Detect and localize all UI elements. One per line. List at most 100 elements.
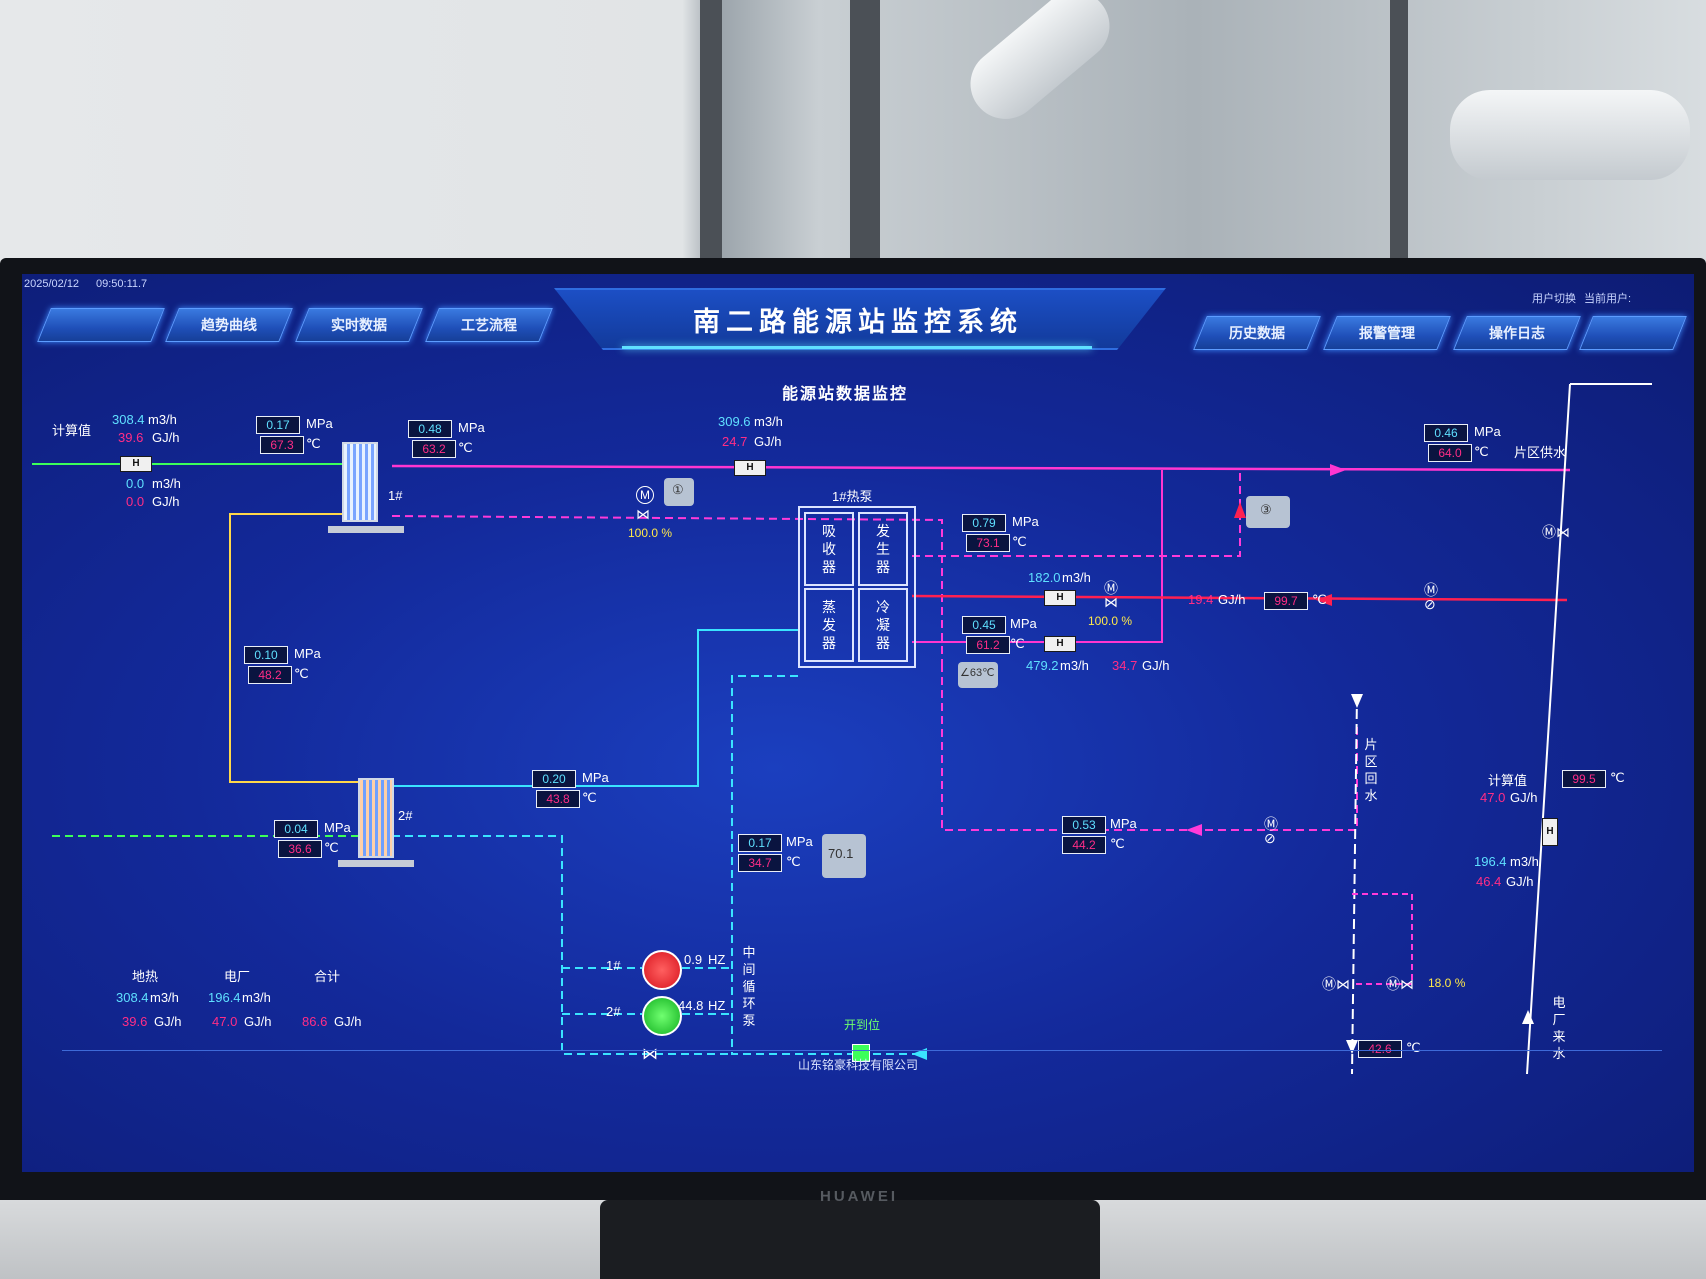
hx2-temp: 36.6 [278, 840, 322, 858]
flowmeter-plant[interactable]: H [1044, 590, 1076, 606]
hx1-out-pressure: 0.48 [408, 420, 452, 438]
valve-2-icon[interactable]: ⋈ [1104, 594, 1118, 610]
inlet-flow-value: 308.4 [112, 412, 145, 427]
valve-1-percent: 100.0 % [628, 526, 673, 540]
flow-arrow [1522, 1010, 1534, 1024]
heat-exchanger-1-base [328, 526, 404, 533]
cond-flow-value: 479.2 [1026, 658, 1059, 673]
plant-flow-value: 182.0 [1028, 570, 1061, 585]
pump-2-frequency: 44.8 [678, 998, 704, 1013]
heat-pump-unit[interactable]: 吸收器 发生器 蒸发器 冷凝器 [798, 506, 916, 668]
user-switch-link[interactable]: 用户切换 [1532, 293, 1576, 305]
heat-exchanger-2-base [338, 860, 414, 867]
valve-2-percent: 100.0 % [1088, 614, 1133, 628]
pipe-plant-water [911, 594, 1568, 602]
district-return-temp: 44.2 [1062, 836, 1106, 854]
inlet-heat2-value: 0.0 [126, 494, 145, 509]
plant-supply-temp: 99.5 [1562, 770, 1606, 788]
gen-out-pressure: 0.79 [962, 514, 1006, 532]
main-supply-flow: 309.6 [718, 414, 751, 429]
pump-2-icon[interactable] [642, 996, 682, 1036]
heat-pump-title: 1#热泵 [832, 489, 873, 504]
company-footer: 山东铭豪科技有限公司 [797, 1058, 918, 1072]
window-frame [700, 0, 722, 270]
pipe-lower-loop [392, 835, 732, 1055]
hx2-return-pressure: 0.20 [532, 770, 576, 788]
flowmeter-plant-supply[interactable]: H [1542, 818, 1558, 846]
heat-exchanger-2[interactable] [358, 778, 394, 858]
plant-temp: 99.7 [1264, 592, 1308, 610]
evaporator-cell: 蒸发器 [804, 588, 854, 662]
sticky-note: ① [664, 478, 694, 506]
hx1-in-pressure: 0.17 [256, 416, 300, 434]
plant-calc-label: 计算值 [1488, 773, 1528, 788]
time-display: 09:50:11.7 [96, 278, 148, 290]
motor-valve-plant-icon[interactable]: Ⓜ⋈ [1542, 524, 1570, 540]
generator-cell: 发生器 [858, 512, 908, 586]
pipe-district-return-vertical [1351, 693, 1358, 1074]
left-loop-pressure: 0.10 [244, 646, 288, 664]
plant-supply-heat: 47.0 [1480, 790, 1506, 805]
main-supply-heat: 24.7 [722, 434, 748, 449]
pump-1-frequency: 0.9 [684, 952, 703, 967]
pipe-gen-out [912, 470, 1241, 557]
monitor-stand [600, 1200, 1100, 1279]
background-pipe [1450, 90, 1690, 180]
plant-supply-label: 电厂来水 [1552, 995, 1566, 1061]
motor-valve-bypass-icon[interactable]: Ⓜ⋈ [1322, 976, 1350, 992]
flowmeter-cond[interactable]: H [1044, 636, 1076, 652]
pipe-mid-circulation [731, 675, 922, 1055]
district-return-bottom-temp: 42.6 [1358, 1040, 1402, 1058]
hx1-out-temp: 63.2 [412, 440, 456, 458]
pump-1-icon[interactable] [642, 950, 682, 990]
system-title: 南二路能源站监控系统 [693, 307, 1023, 337]
mid-circ-pump-label: 中间循环泵 [742, 945, 756, 1028]
pipe-bypass [1352, 893, 1413, 985]
flow-arrow [1346, 1040, 1358, 1054]
flowmeter-main[interactable]: H [734, 460, 766, 476]
monitor-brand: HUAWEI [820, 1188, 898, 1205]
sticky-note: ③ [1246, 496, 1290, 528]
flow-arrow [1186, 824, 1202, 836]
valve-return-icon[interactable]: ⊘ [1264, 830, 1276, 846]
summary-heat-plant: 47.0 [212, 1014, 238, 1029]
district-supply-pressure: 0.46 [1424, 424, 1468, 442]
calc-value-label: 计算值 [52, 423, 92, 438]
title-underline [622, 346, 1092, 349]
heat-exchanger-1[interactable] [342, 442, 378, 522]
summary-header-plant: 电厂 [224, 969, 251, 984]
pipe-hx2-evaporator [392, 629, 798, 787]
plant-supply-heat2: 46.4 [1476, 874, 1502, 889]
mid-circ-pressure: 0.17 [738, 834, 782, 852]
flow-arrow [1234, 502, 1246, 518]
absorber-cell: 吸收器 [804, 512, 854, 586]
condenser-cell: 冷凝器 [858, 588, 908, 662]
window-frame [850, 0, 880, 270]
flow-arrow [1330, 464, 1346, 476]
summary-heat-total: 86.6 [302, 1014, 328, 1029]
motor-valve-return-icon[interactable]: Ⓜ [1264, 816, 1278, 832]
district-supply-label: 片区供水 [1514, 445, 1567, 460]
sticky-note: ∠63℃ [958, 662, 998, 688]
title-banner [554, 288, 1166, 350]
sticky-note: 70.1 [822, 834, 866, 878]
motor-valve-2-icon[interactable]: Ⓜ [1104, 580, 1118, 596]
return-valve-percent: 18.0 % [1428, 976, 1466, 990]
cond-pressure: 0.45 [962, 616, 1006, 634]
motor-valve-3-icon[interactable]: Ⓜ [1424, 582, 1438, 598]
pipe-pump-branch [562, 967, 732, 1015]
hx2-pressure: 0.04 [274, 820, 318, 838]
summary-header-total: 合计 [314, 969, 341, 984]
summary-flow-geothermal: 308.4 [116, 990, 149, 1005]
flow-arrow [1351, 694, 1363, 708]
cond-heat-value: 34.7 [1112, 658, 1138, 673]
motor-valve-regulating-icon[interactable]: Ⓜ⋈ [1386, 976, 1414, 992]
heat-exchanger-1-label: 1# [388, 488, 403, 503]
summary-heat-geothermal: 39.6 [122, 1014, 148, 1029]
motor-valve-open-indicator[interactable] [852, 1044, 870, 1062]
motor-valve-1-icon[interactable]: M [636, 486, 654, 504]
valve-3-icon[interactable]: ⊘ [1424, 596, 1436, 612]
valve-1-icon[interactable]: ⋈ [636, 506, 650, 522]
flowmeter-inlet[interactable]: H [120, 456, 152, 472]
plant-heat-value: 19.4 [1188, 592, 1214, 607]
